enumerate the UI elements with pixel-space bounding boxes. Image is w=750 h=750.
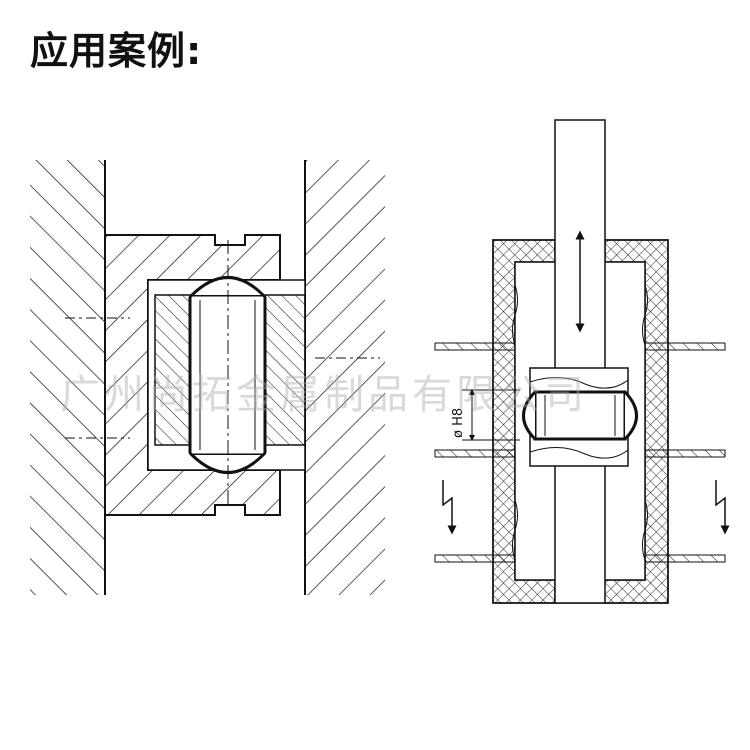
right-pin — [533, 390, 627, 441]
left-diagram — [30, 160, 385, 595]
sleeve-right — [264, 294, 306, 446]
right-diagram: ø H8 — [434, 119, 730, 604]
company-watermark: 广州尚拓金属制品有限公司 — [60, 372, 588, 418]
force-arrow-right — [715, 480, 730, 535]
force-arrow-left — [442, 480, 457, 535]
page-title: 应用案例: — [30, 29, 203, 73]
right-wall — [305, 160, 385, 595]
fit-dimension-label: ø H8 — [451, 408, 466, 438]
left-wall — [30, 160, 105, 595]
